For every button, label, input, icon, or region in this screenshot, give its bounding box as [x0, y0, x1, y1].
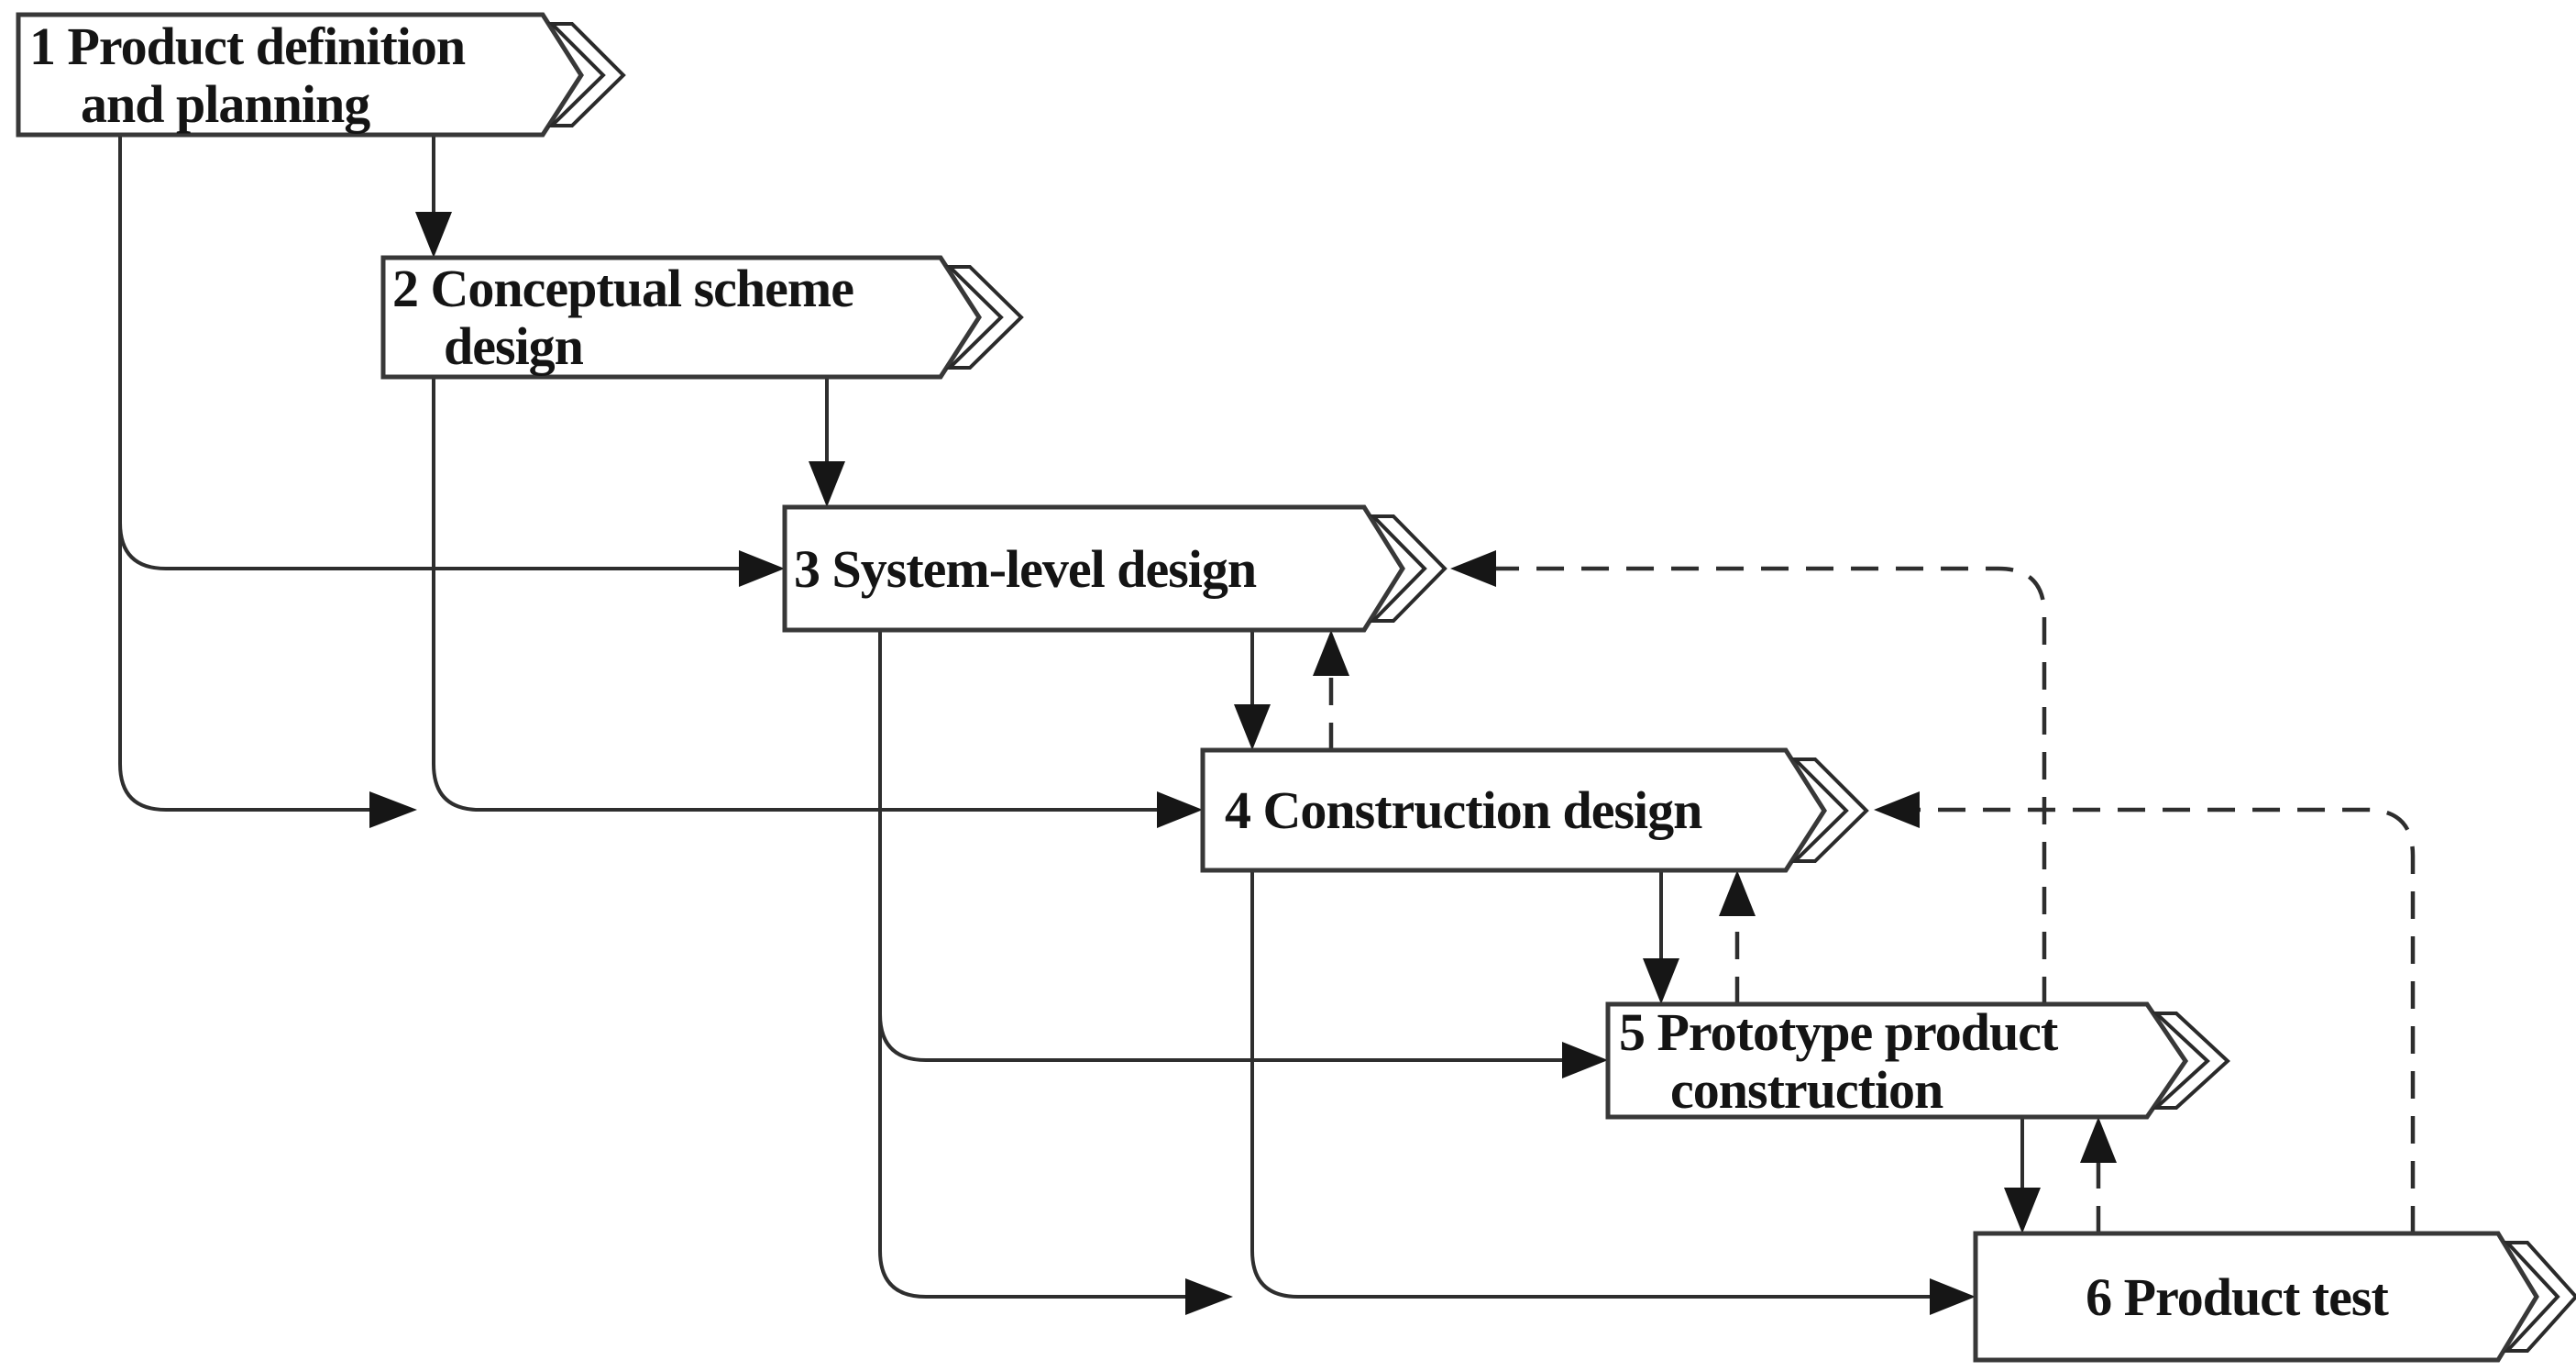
- arrowhead-right-icon: [369, 791, 417, 828]
- arrowhead-down-icon: [1643, 958, 1679, 1004]
- chevron-icon: [547, 22, 626, 127]
- edge-5-to-4-feedback: [1719, 870, 1756, 1004]
- node-3-shape: [782, 504, 1448, 633]
- arrowhead-right-icon: [739, 550, 785, 587]
- arrowhead-up-icon: [2080, 1117, 2117, 1163]
- chevron-icon: [2151, 1012, 2230, 1110]
- arrowhead-down-icon: [415, 212, 452, 258]
- edge-4-to-3-feedback: [1313, 630, 1349, 750]
- arrowhead-right-icon: [1562, 1042, 1608, 1078]
- node-2-shape: [380, 255, 1024, 380]
- edge-2-to-3: [809, 377, 845, 507]
- arrowhead-left-icon: [1874, 791, 1920, 828]
- edge-5-to-6: [2004, 1117, 2041, 1233]
- edge-3-to-6-merge: [878, 1014, 1233, 1315]
- arrowhead-up-icon: [1719, 870, 1756, 916]
- edge-4-to-5: [1643, 870, 1679, 1004]
- arrowhead-right-icon: [1157, 791, 1203, 828]
- arrowhead-down-icon: [809, 461, 845, 507]
- edge-6-to-4-feedback: [1874, 791, 2416, 1233]
- arrowhead-right-icon: [1185, 1278, 1233, 1315]
- arrowhead-up-icon: [1313, 630, 1349, 676]
- edge-4-to-6: [1250, 870, 1976, 1315]
- edge-3-to-4: [1234, 630, 1271, 750]
- edge-5-to-3-feedback: [1450, 550, 2047, 1004]
- chevron-icon: [2503, 1241, 2576, 1353]
- edge-6-to-5-feedback: [2080, 1117, 2117, 1233]
- node-6-shape: [1973, 1231, 2576, 1363]
- arrowhead-right-icon: [1930, 1278, 1976, 1315]
- arrowhead-down-icon: [2004, 1188, 2041, 1233]
- edge-1-to-2: [415, 135, 452, 258]
- node-5-shape: [1605, 1001, 2230, 1120]
- chevron-icon: [945, 265, 1024, 370]
- chevron-icon: [1790, 757, 1869, 863]
- edge-2-to-4: [432, 377, 1203, 828]
- node-1-shape: [16, 12, 626, 138]
- node-4-shape: [1200, 747, 1869, 873]
- edge-1-to-4-merge: [118, 523, 417, 828]
- chevron-icon: [1369, 514, 1448, 623]
- arrowhead-left-icon: [1450, 550, 1496, 587]
- arrowhead-down-icon: [1234, 704, 1271, 750]
